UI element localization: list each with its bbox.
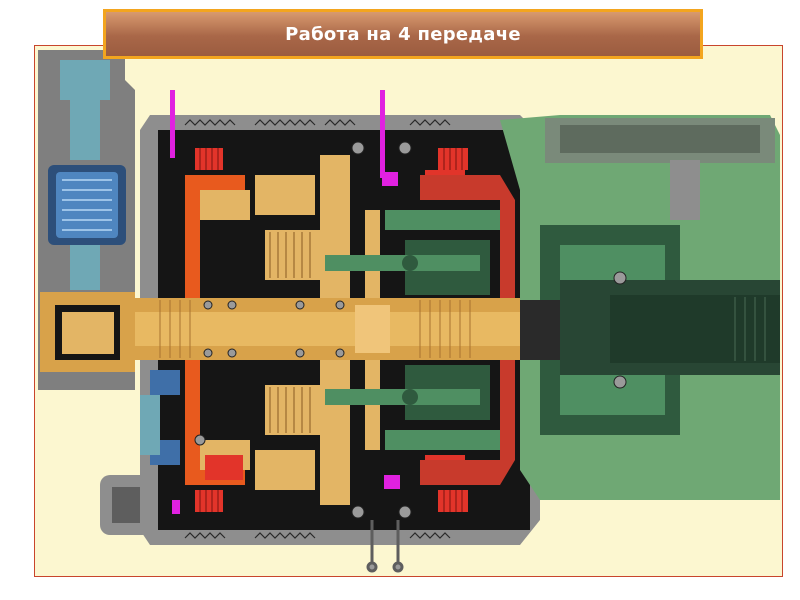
- left-pump-assembly: [38, 50, 152, 535]
- rear-planetary: [325, 175, 515, 485]
- output-housing: [500, 115, 780, 500]
- main-shaft: [135, 298, 530, 360]
- valve-body-parts: [140, 370, 180, 465]
- shift-rods: [366, 520, 404, 573]
- slide-title-bar: Работа на 4 передаче: [103, 9, 703, 59]
- slide-title: Работа на 4 передаче: [285, 23, 521, 45]
- pressure-markers: [170, 90, 400, 514]
- bearings: [194, 141, 627, 519]
